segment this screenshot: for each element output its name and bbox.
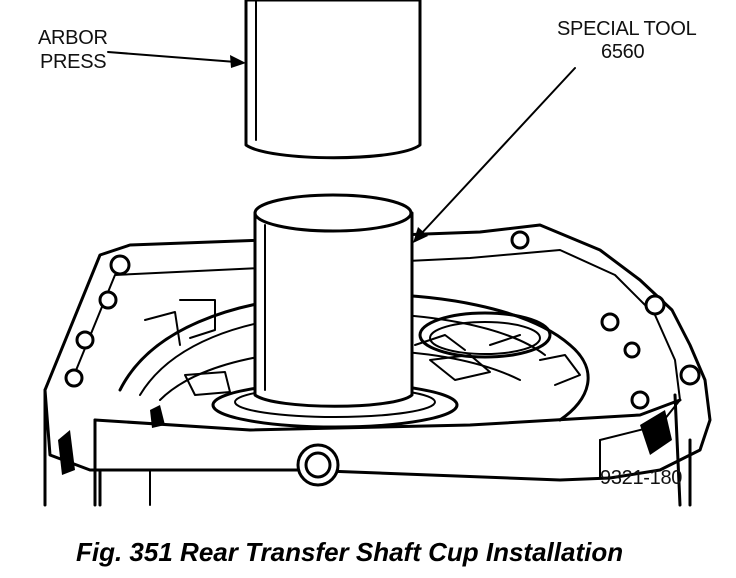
special-tool-6560 xyxy=(253,193,414,408)
special-tool-label-line2: 6560 xyxy=(601,41,644,63)
special-tool-arrow xyxy=(413,67,576,243)
arbor-press-label-line2: PRESS xyxy=(40,51,106,73)
arbor-press-ram xyxy=(244,0,422,160)
special-tool-label-line1: SPECIAL TOOL xyxy=(557,18,697,40)
figure-code-label: 9321-180 xyxy=(600,467,682,489)
figure-caption: Fig. 351 Rear Transfer Shaft Cup Install… xyxy=(76,537,623,567)
arbor-press-arrow xyxy=(107,51,246,68)
arbor-press-label-line1: ARBOR xyxy=(38,27,108,49)
